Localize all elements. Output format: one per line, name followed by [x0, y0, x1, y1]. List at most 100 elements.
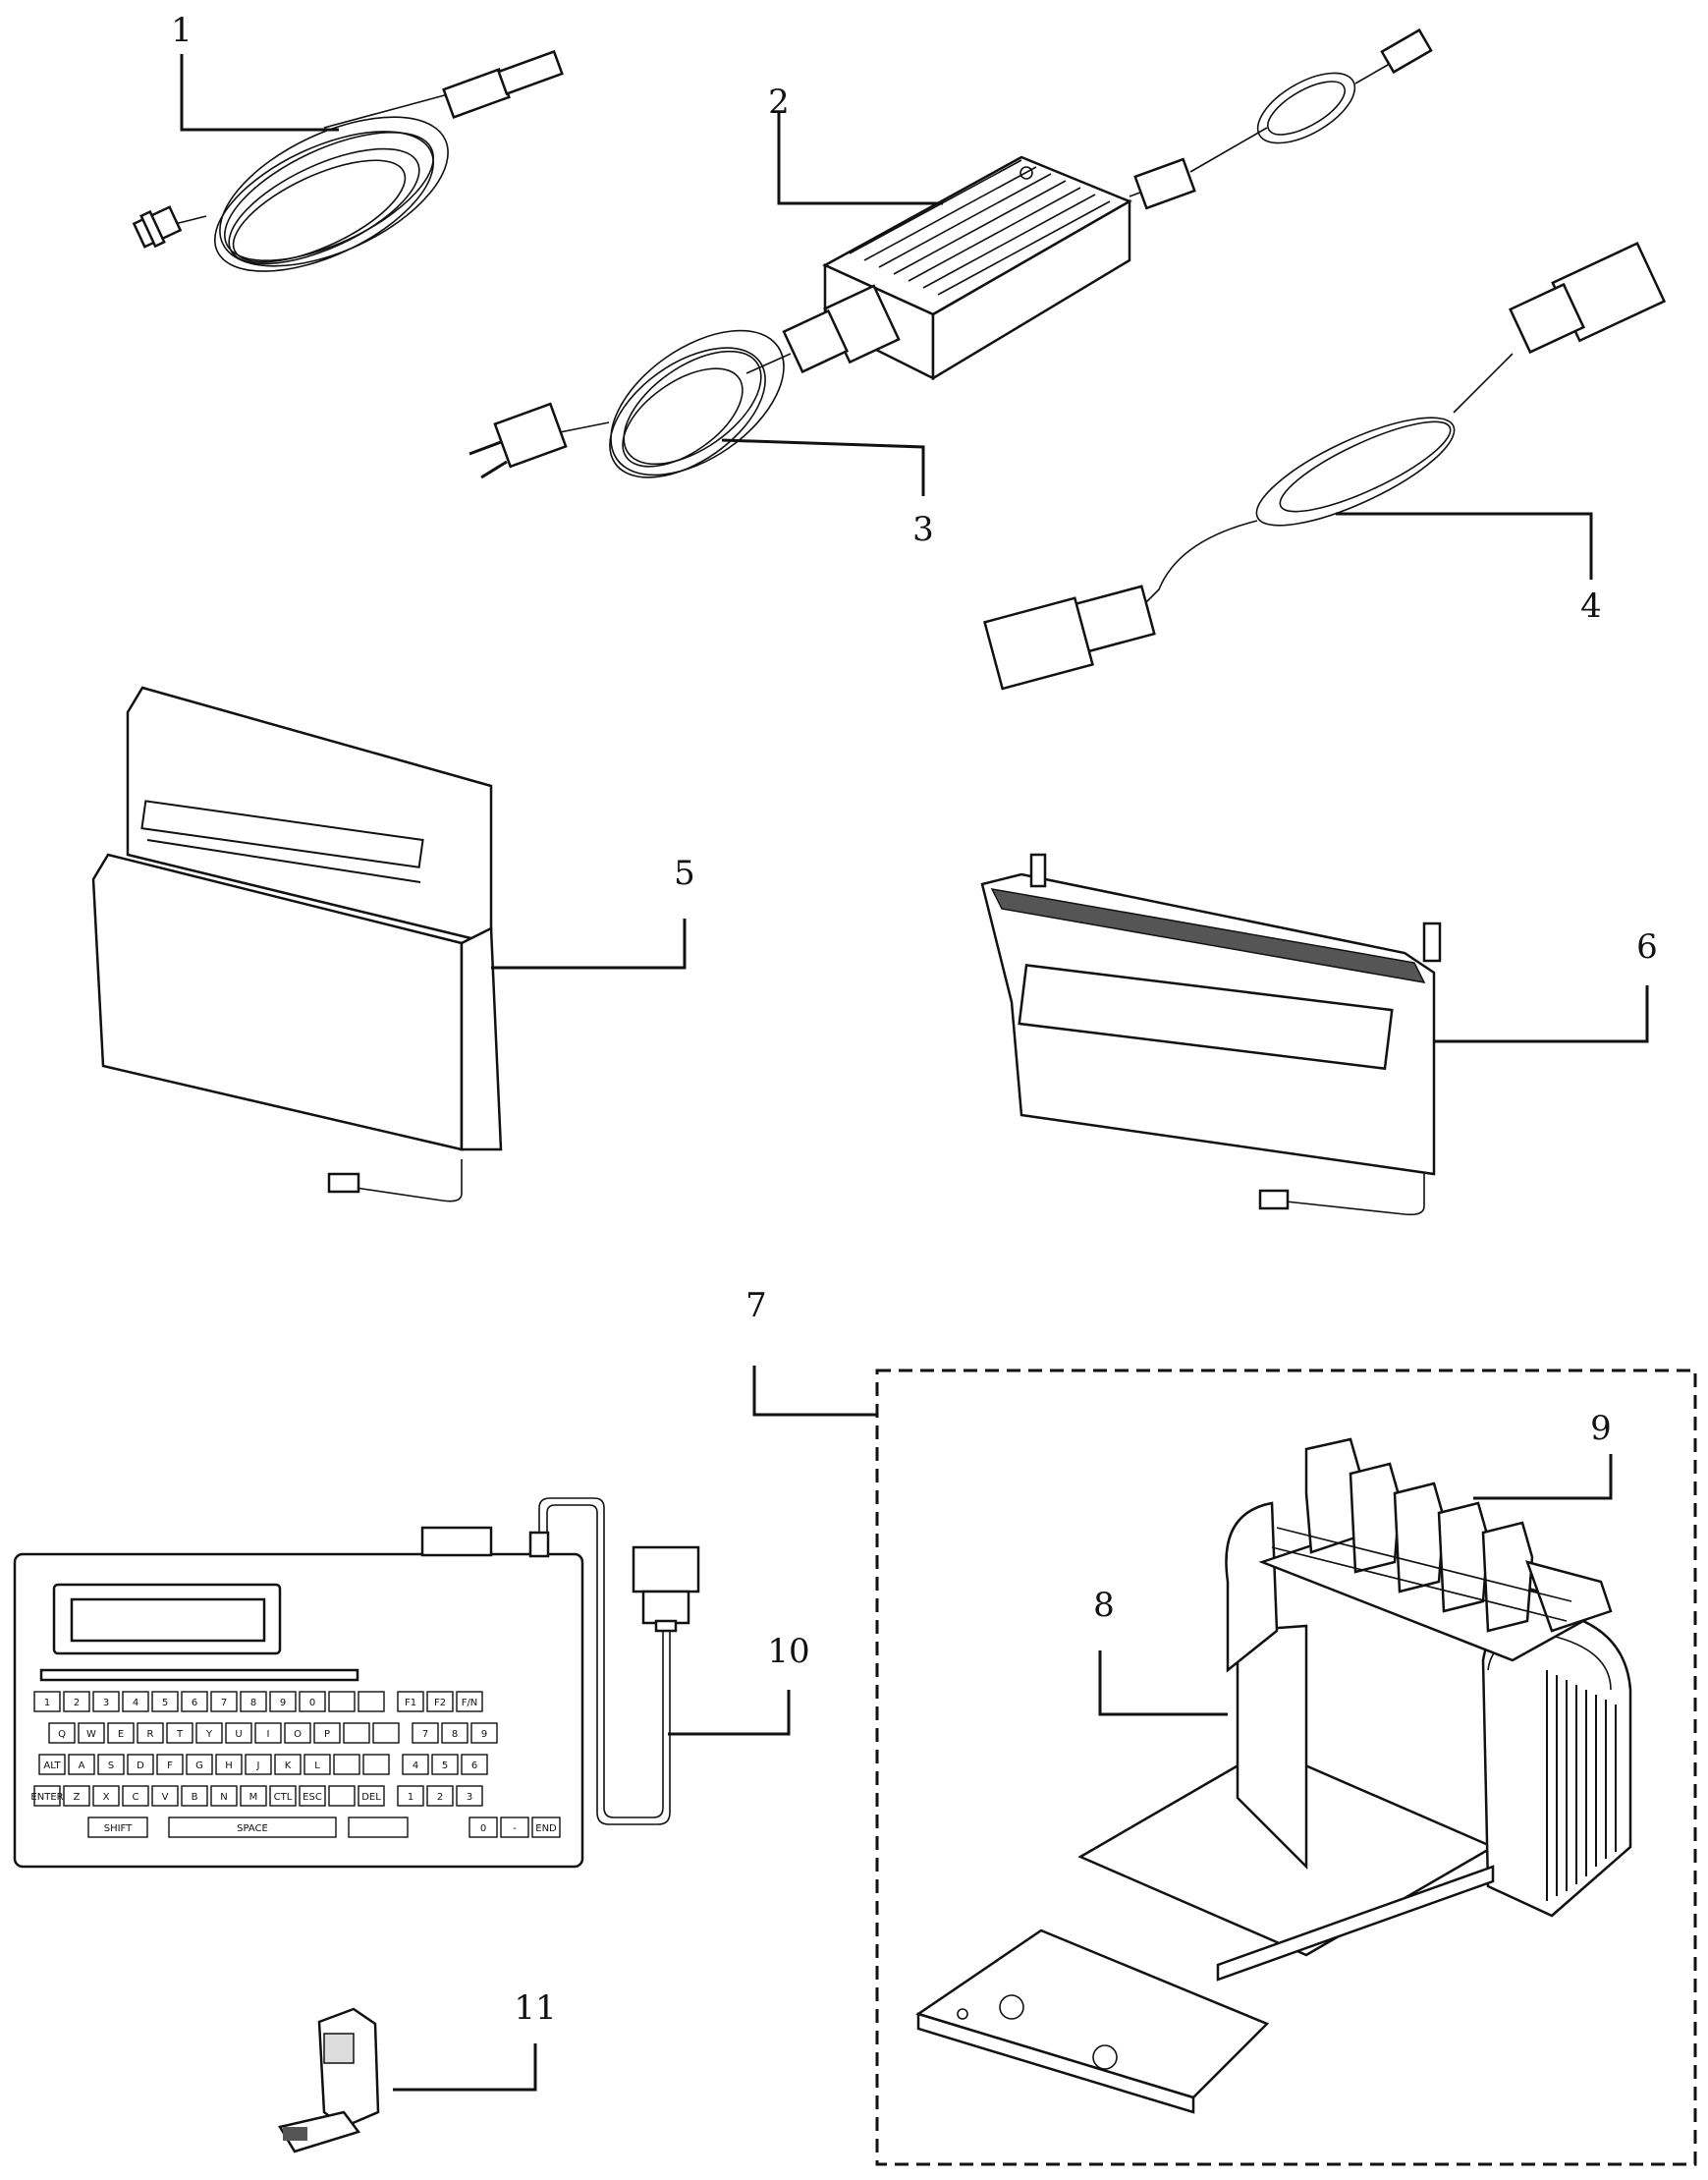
keyboard-key-label: 7: [221, 1698, 227, 1708]
roll-guide-icon: [1258, 1437, 1613, 1662]
keyboard-key: [181, 1691, 208, 1712]
keyboard-key-label: F2: [434, 1698, 446, 1708]
keyboard-key: [269, 1691, 297, 1712]
keyboard-key-label: N: [220, 1792, 227, 1803]
keyboard-key-label: W: [86, 1729, 96, 1740]
usb-cable-icon: [132, 49, 564, 272]
keyboard-key-label: R: [147, 1729, 154, 1740]
keyboard-key: [127, 1754, 154, 1775]
keyboard-key: [240, 1785, 267, 1807]
keyboard-key-label: Q: [58, 1729, 66, 1740]
keyboard-key-label: ALT: [43, 1761, 61, 1771]
keyboard-key: [151, 1691, 179, 1712]
keyboard-key-label: C: [133, 1792, 139, 1803]
keyboard-key-label: 3: [467, 1792, 472, 1803]
keyboard-key: [313, 1722, 341, 1744]
keyboard-key: [426, 1691, 454, 1712]
keyboard-key: [461, 1754, 488, 1775]
keyboard-key: [48, 1722, 76, 1744]
keyboard-key: [468, 1817, 498, 1838]
keyboard-key-label: B: [192, 1792, 198, 1803]
keyboard-key: [348, 1817, 409, 1838]
callout-1: 1: [171, 11, 193, 50]
keyboard-key: [402, 1754, 429, 1775]
keyboard-key-label: E: [118, 1729, 124, 1740]
keyboard-key-label: F1: [405, 1698, 416, 1708]
callout-8: 8: [1093, 1586, 1115, 1625]
keyboard-key: [151, 1785, 179, 1807]
keyboard-key-label: O: [294, 1729, 302, 1740]
keyboard-key-label: K: [285, 1761, 292, 1771]
keyboard-key: [92, 1785, 120, 1807]
keyboard-key: [299, 1785, 326, 1807]
keyboard-key: [274, 1754, 302, 1775]
keyboard-key: [245, 1754, 272, 1775]
keyboard-key: [358, 1691, 385, 1712]
keyboard-key: [299, 1691, 326, 1712]
keyboard-key: [456, 1691, 483, 1712]
keyboard-key-label: 3: [103, 1698, 109, 1708]
keyboard-key-label: SPACE: [237, 1823, 268, 1834]
keyboard-key-label: DEL: [361, 1792, 381, 1803]
callout-10: 10: [767, 1632, 809, 1671]
keyboard-key-label: 8: [250, 1698, 256, 1708]
callout-labels: 1 2 3 4 5 6 7 8 9 10 11: [171, 11, 1658, 2028]
keyboard-key: [137, 1722, 164, 1744]
keyboard-key: [87, 1817, 148, 1838]
keyboard-key-label: L: [314, 1761, 320, 1771]
callout-9: 9: [1590, 1409, 1612, 1448]
callout-3: 3: [912, 510, 934, 549]
media-holder-base-icon: [915, 1501, 1632, 2114]
power-cord-icon: [468, 284, 901, 479]
keyboard-key: [33, 1785, 61, 1807]
callout-7: 7: [745, 1286, 767, 1325]
keyboard-key: [97, 1754, 125, 1775]
peeler-module-icon: [980, 853, 1442, 1216]
keyboard-key: [362, 1754, 390, 1775]
callout-11: 11: [514, 1988, 556, 2028]
keyboard-key: [38, 1754, 66, 1775]
keyboard-key-label: 1: [44, 1698, 50, 1708]
keyboard-key: [168, 1817, 337, 1838]
keyboard-key-label: ESC: [303, 1792, 322, 1803]
keyboard-key-label: U: [235, 1729, 242, 1740]
keyboard-key: [68, 1754, 95, 1775]
keyboard-key-label: CTL: [274, 1792, 293, 1803]
keyboard-key-label: 6: [192, 1698, 197, 1708]
keyboard-key: [269, 1785, 297, 1807]
keyboard-key: [333, 1754, 360, 1775]
keyboard-key-label: ENTER: [30, 1792, 63, 1803]
keyboard-key: [531, 1817, 561, 1838]
keyboard-key: [500, 1817, 529, 1838]
keyboard-key-label: S: [108, 1761, 114, 1771]
keyboard-key-label: H: [225, 1761, 233, 1771]
keyboard-key: [470, 1722, 498, 1744]
leader-lines: [180, 54, 1649, 2092]
callout-4: 4: [1580, 587, 1602, 626]
keyboard-key: [210, 1691, 238, 1712]
keyboard-key: [431, 1754, 459, 1775]
keyboard-key: [92, 1691, 120, 1712]
keyboard-key-label: X: [103, 1792, 110, 1803]
keyboard-key: [156, 1754, 184, 1775]
keyboard-key-label: 5: [442, 1761, 448, 1771]
keyboard-key: [181, 1785, 208, 1807]
callout-5: 5: [674, 854, 695, 893]
callout-6: 6: [1636, 927, 1658, 967]
label-holder-kit-icon: [875, 1369, 1697, 2166]
keyboard-key-label: 1: [408, 1792, 413, 1803]
keyboard-key-label: G: [195, 1761, 203, 1771]
keyboard-key: [215, 1754, 243, 1775]
keyboard-key-label: END: [535, 1823, 557, 1834]
keyboard-key: [107, 1722, 135, 1744]
keyboard-key-label: 0: [309, 1698, 315, 1708]
keyboard-key-label: F: [167, 1761, 173, 1771]
keyboard-key-label: 4: [413, 1761, 418, 1771]
keyboard-key-label: F/N: [462, 1698, 478, 1708]
keyboard-key-label: 2: [74, 1698, 80, 1708]
keyboard-key: [284, 1722, 311, 1744]
keyboard-key: [78, 1722, 105, 1744]
